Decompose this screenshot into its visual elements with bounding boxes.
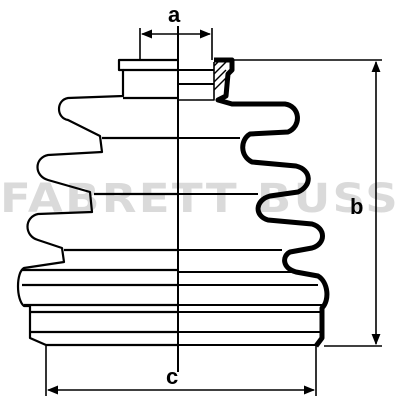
boot-left-half (16, 58, 178, 347)
dimension-c (45, 346, 317, 396)
watermark: FABRETT BUSS (0, 176, 400, 222)
dimension-label-c: c (166, 364, 178, 389)
dimension-a (139, 28, 213, 60)
dimension-b (234, 59, 382, 347)
dimension-label-a: a (168, 2, 181, 27)
boot-right-half-section (178, 57, 330, 348)
dimension-label-b: b (350, 194, 363, 219)
